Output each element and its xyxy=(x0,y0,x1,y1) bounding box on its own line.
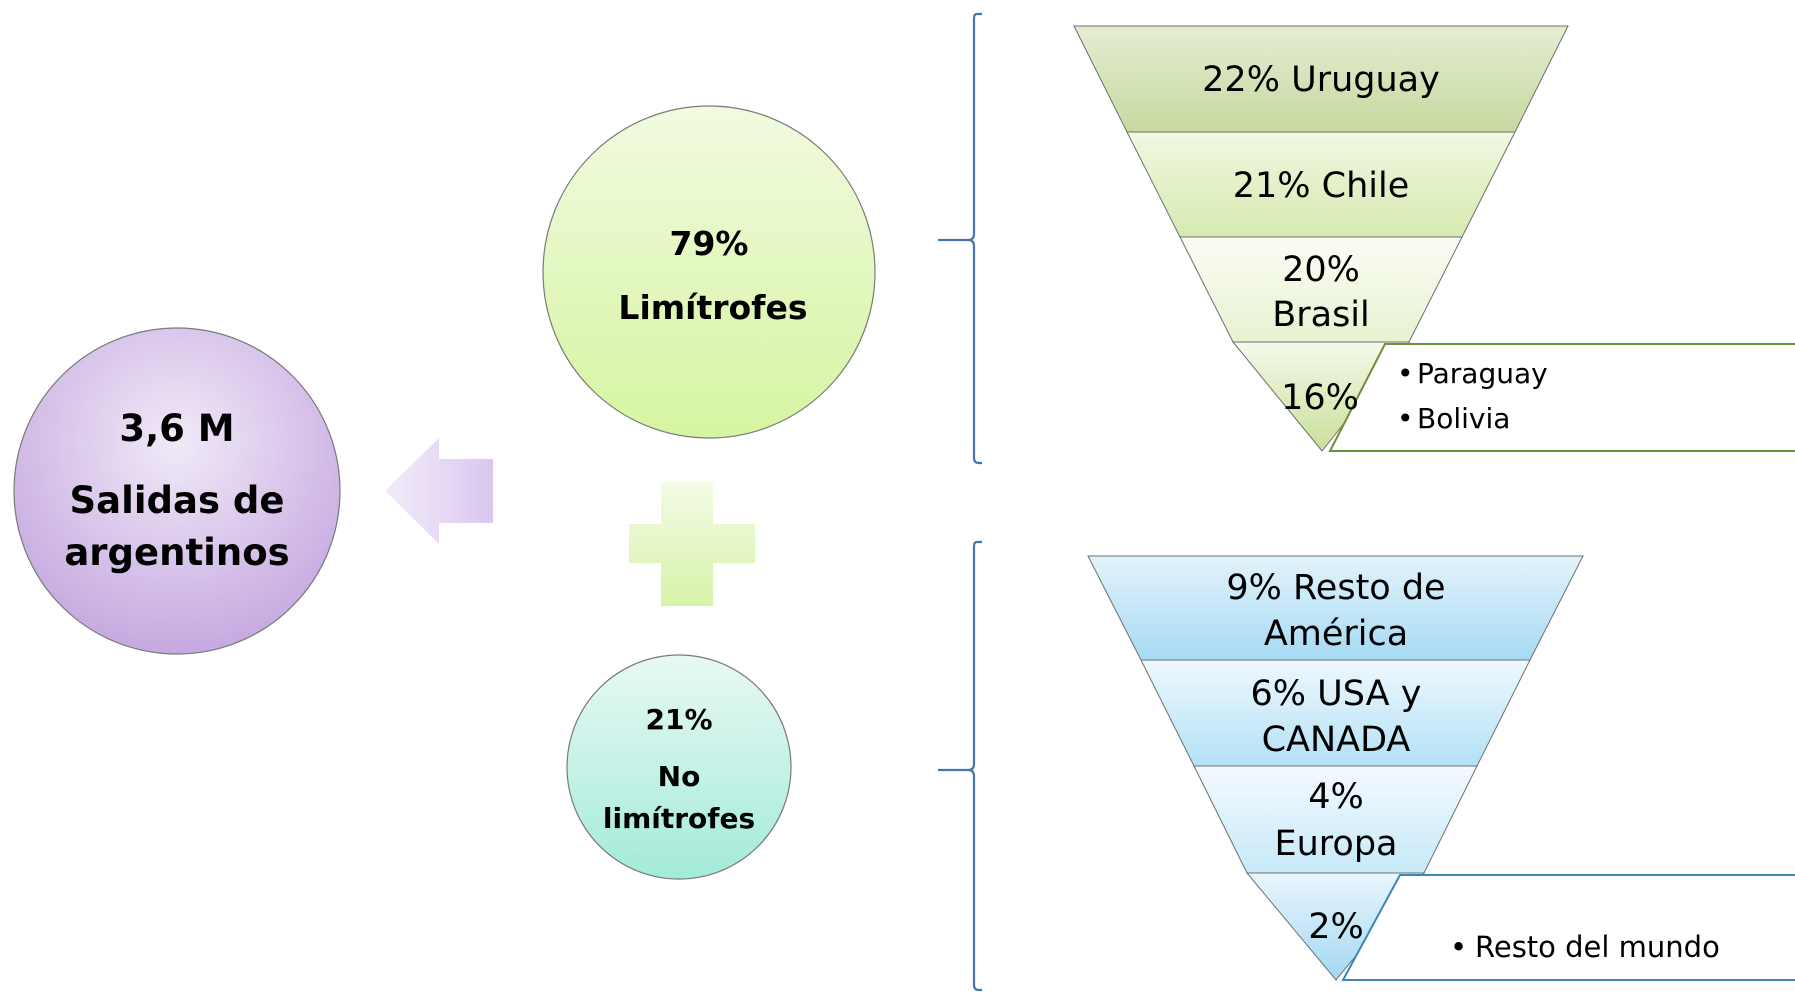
funnel-label-chile: 21% Chile xyxy=(1233,166,1410,206)
no-limitrofes-funnel: 9% Resto de América 6% USA y CANADA 4% E… xyxy=(1087,555,1584,981)
total-value: 3,6 M xyxy=(119,407,234,450)
total-label-line2: argentinos xyxy=(64,531,289,574)
funnel-label-resto-america-1: 9% Resto de xyxy=(1226,568,1445,608)
total-circle-shape xyxy=(13,327,341,655)
callout-bullet-2: • xyxy=(1397,402,1414,435)
no-limitrofes-callout: 2% • Resto del mundo xyxy=(1308,874,1795,981)
no-limitrofes-callout-frame xyxy=(1341,874,1795,981)
no-limitrofes-percent: 21% xyxy=(645,703,712,736)
limitrofes-callout: 16% • Paraguay • Bolivia xyxy=(1281,343,1795,452)
funnel-label-usa-2: CANADA xyxy=(1262,720,1411,760)
limitrofes-circle-shape xyxy=(542,105,876,439)
funnel-label-16: 16% xyxy=(1281,378,1359,418)
limitrofes-label: Limítrofes xyxy=(618,288,807,327)
callout-item-bolivia: Bolivia xyxy=(1417,402,1510,435)
callout-bullet-1: • xyxy=(1397,357,1414,390)
no-limitrofes-circle-shape xyxy=(566,654,792,880)
funnel-label-uruguay: 22% Uruguay xyxy=(1202,60,1440,100)
callout-item-paraguay: Paraguay xyxy=(1417,357,1548,390)
limitrofes-circle: 79% Limítrofes xyxy=(542,105,876,439)
funnel-label-brasil-pct: 20% xyxy=(1282,250,1360,290)
no-limitrofes-circle: 21% No limítrofes xyxy=(566,654,792,880)
callout-item-resto-mundo: Resto del mundo xyxy=(1475,930,1720,964)
funnel-label-europa-pct: 4% xyxy=(1308,777,1364,817)
funnel-label-brasil: Brasil xyxy=(1272,295,1370,335)
callout-bullet-3: • xyxy=(1450,930,1467,964)
bottom-brace xyxy=(938,540,982,992)
funnel-label-resto-america-2: América xyxy=(1264,614,1408,654)
limitrofes-percent: 79% xyxy=(670,224,749,263)
no-limitrofes-label-line1: No xyxy=(658,760,701,793)
total-label-line1: Salidas de xyxy=(70,479,285,522)
no-limitrofes-label-line2: limítrofes xyxy=(603,802,755,835)
total-circle: 3,6 M Salidas de argentinos xyxy=(13,327,341,655)
left-arrow-icon xyxy=(385,438,493,544)
funnel-label-europa: Europa xyxy=(1275,824,1398,864)
top-brace xyxy=(938,12,982,465)
limitrofes-callout-frame xyxy=(1328,343,1795,452)
funnel-label-usa-1: 6% USA y xyxy=(1251,674,1422,714)
plus-icon xyxy=(629,482,755,606)
limitrofes-funnel: 22% Uruguay 21% Chile 20% Brasil xyxy=(1073,25,1569,452)
funnel-label-2: 2% xyxy=(1308,907,1364,947)
